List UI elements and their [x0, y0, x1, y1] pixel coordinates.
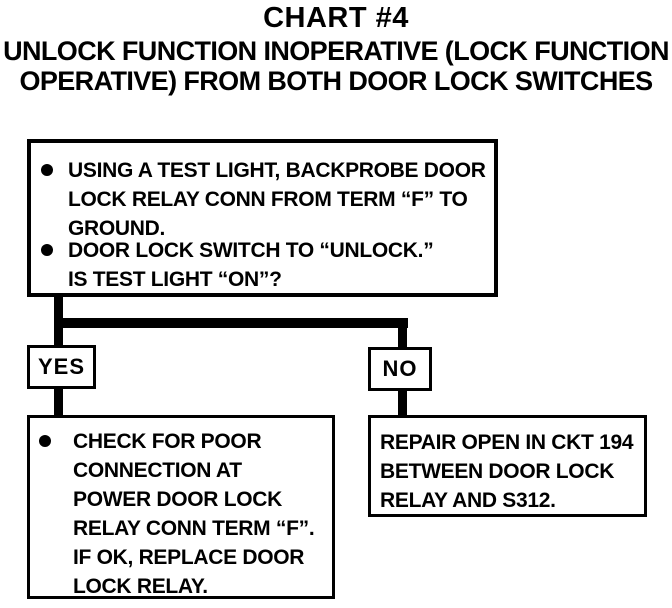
connector-yes-to-action [54, 388, 63, 416]
chart-subtitle-line-1: UNLOCK FUNCTION INOPERATIVE (LOCK FUNCTI… [3, 36, 669, 66]
no-action-text: REPAIR OPEN IN CKT 194 BETWEEN DOOR LOCK… [380, 431, 634, 512]
decision-step-2-text: DOOR LOCK SWITCH TO “UNLOCK.” IS TEST LI… [68, 239, 434, 291]
bullet-icon [41, 244, 53, 256]
bullet-icon [41, 164, 53, 176]
no-action-box: REPAIR OPEN IN CKT 194 BETWEEN DOOR LOCK… [368, 415, 647, 517]
decision-step-2: DOOR LOCK SWITCH TO “UNLOCK.” IS TEST LI… [41, 236, 488, 294]
decision-step-1: USING A TEST LIGHT, BACKPROBE DOOR LOCK … [41, 156, 488, 243]
no-label: NO [382, 356, 418, 381]
connector-no-to-action [398, 390, 407, 416]
yes-action-box: CHECK FOR POOR CONNECTION AT POWER DOOR … [27, 415, 335, 599]
yes-label: YES [37, 354, 86, 379]
connector-branch-to-no [398, 320, 407, 348]
chart-number-heading: CHART #4 [263, 2, 409, 34]
bullet-icon [39, 435, 51, 447]
chart-title: CHART #4 UNLOCK FUNCTION INOPERATIVE (LO… [0, 0, 672, 96]
decision-box: USING A TEST LIGHT, BACKPROBE DOOR LOCK … [27, 139, 498, 297]
yes-action-text: CHECK FOR POOR CONNECTION AT POWER DOOR … [73, 430, 315, 598]
yes-label-box: YES [27, 345, 96, 389]
chart-subtitle-line-2: OPERATIVE) FROM BOTH DOOR LOCK SWITCHES [19, 66, 653, 96]
yes-action-step: CHECK FOR POOR CONNECTION AT POWER DOOR … [39, 427, 328, 601]
no-label-box: NO [368, 347, 432, 391]
connector-branch-horizontal [54, 318, 408, 328]
decision-step-1-text: USING A TEST LIGHT, BACKPROBE DOOR LOCK … [68, 159, 486, 240]
